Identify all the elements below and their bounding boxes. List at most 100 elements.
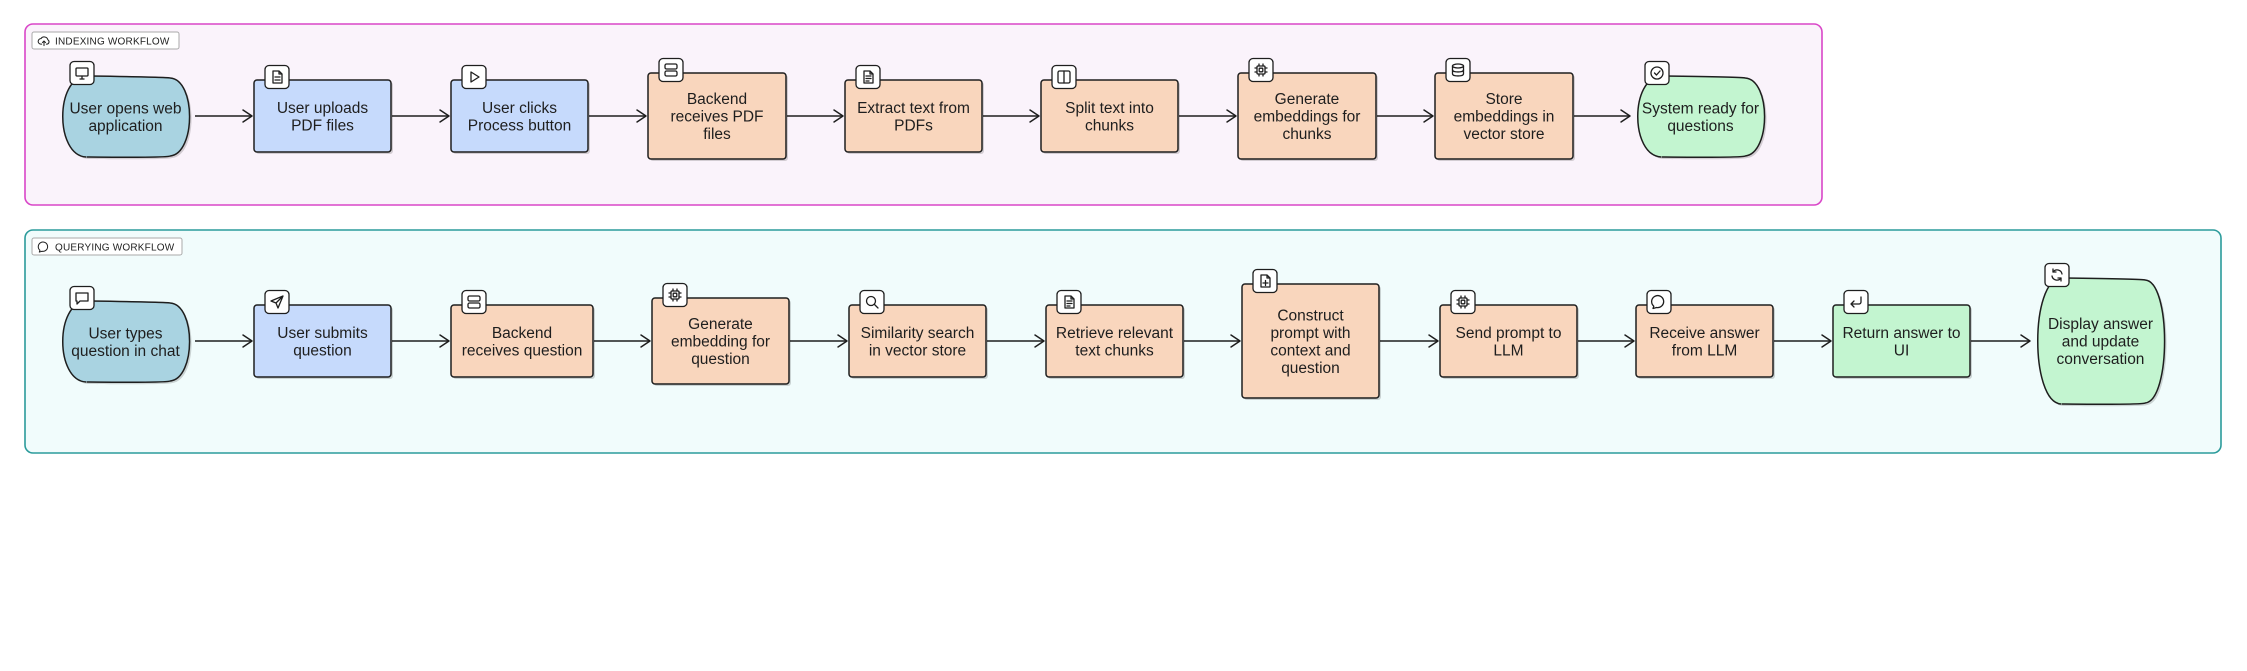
search-icon bbox=[865, 295, 879, 309]
node-badge bbox=[1056, 289, 1082, 315]
node-shape bbox=[61, 75, 191, 158]
database-icon bbox=[1451, 63, 1465, 77]
node-badge bbox=[1248, 57, 1274, 83]
node-shape bbox=[844, 79, 983, 153]
node-badge bbox=[1252, 268, 1278, 294]
file-text-icon bbox=[1064, 295, 1075, 309]
node-shape bbox=[61, 300, 191, 383]
message-square-icon bbox=[75, 292, 89, 305]
node-shape bbox=[253, 79, 392, 153]
cpu-icon bbox=[1456, 295, 1470, 309]
node-shape bbox=[647, 72, 787, 160]
node-badge bbox=[658, 57, 684, 83]
lane-indexing-title: INDEXING WORKFLOW bbox=[55, 37, 170, 48]
node-badge bbox=[1646, 289, 1672, 315]
corner-down-left-icon bbox=[1850, 296, 1862, 308]
edge-arrow bbox=[987, 334, 1045, 348]
server-icon bbox=[467, 295, 481, 309]
node-shape bbox=[1635, 304, 1774, 378]
file-icon bbox=[272, 70, 283, 84]
node-shape bbox=[1241, 283, 1380, 399]
node-badge bbox=[855, 64, 881, 90]
file-plus-icon bbox=[1260, 274, 1271, 288]
edge-arrow bbox=[1377, 109, 1434, 123]
edge-arrow bbox=[195, 109, 253, 123]
edge-arrow bbox=[1179, 109, 1237, 123]
node-badge bbox=[1843, 289, 1869, 315]
edge-arrow bbox=[1971, 334, 2031, 348]
edge-arrow bbox=[594, 334, 651, 348]
file-text-icon bbox=[863, 70, 874, 84]
message-icon bbox=[37, 241, 49, 253]
node-badge bbox=[461, 289, 487, 315]
node-badge bbox=[2044, 262, 2070, 288]
edge-arrow bbox=[787, 109, 844, 123]
node-badge bbox=[1051, 64, 1077, 90]
monitor-icon bbox=[75, 67, 89, 80]
lane-querying-tag: QUERYING WORKFLOW bbox=[31, 237, 183, 256]
check-circle-icon bbox=[1650, 66, 1664, 80]
edge-arrow bbox=[589, 109, 647, 123]
node-shape bbox=[450, 79, 589, 153]
node-shape bbox=[1832, 304, 1971, 378]
node-shape bbox=[1434, 72, 1574, 160]
node-badge bbox=[264, 64, 290, 90]
node-shape bbox=[450, 304, 594, 378]
node-shape bbox=[848, 304, 987, 378]
lane-indexing-tag: INDEXING WORKFLOW bbox=[31, 31, 180, 50]
lane-querying-title: QUERYING WORKFLOW bbox=[55, 243, 175, 254]
node-badge bbox=[69, 60, 95, 86]
node-badge bbox=[69, 285, 95, 311]
server-icon bbox=[664, 63, 678, 77]
edge-arrow bbox=[1574, 109, 1631, 123]
play-icon bbox=[470, 71, 480, 83]
edge-arrow bbox=[195, 334, 253, 348]
edge-arrow bbox=[1774, 334, 1832, 348]
node-shape bbox=[253, 304, 392, 378]
edge-arrow bbox=[1578, 334, 1635, 348]
node-badge bbox=[1644, 60, 1670, 86]
node-shape bbox=[1439, 304, 1578, 378]
cloud-upload-icon bbox=[37, 36, 50, 47]
cpu-icon bbox=[668, 288, 682, 302]
cpu-icon bbox=[1254, 63, 1268, 77]
edge-arrow bbox=[392, 334, 450, 348]
node-shape bbox=[1045, 304, 1184, 378]
message-icon bbox=[1651, 294, 1665, 310]
